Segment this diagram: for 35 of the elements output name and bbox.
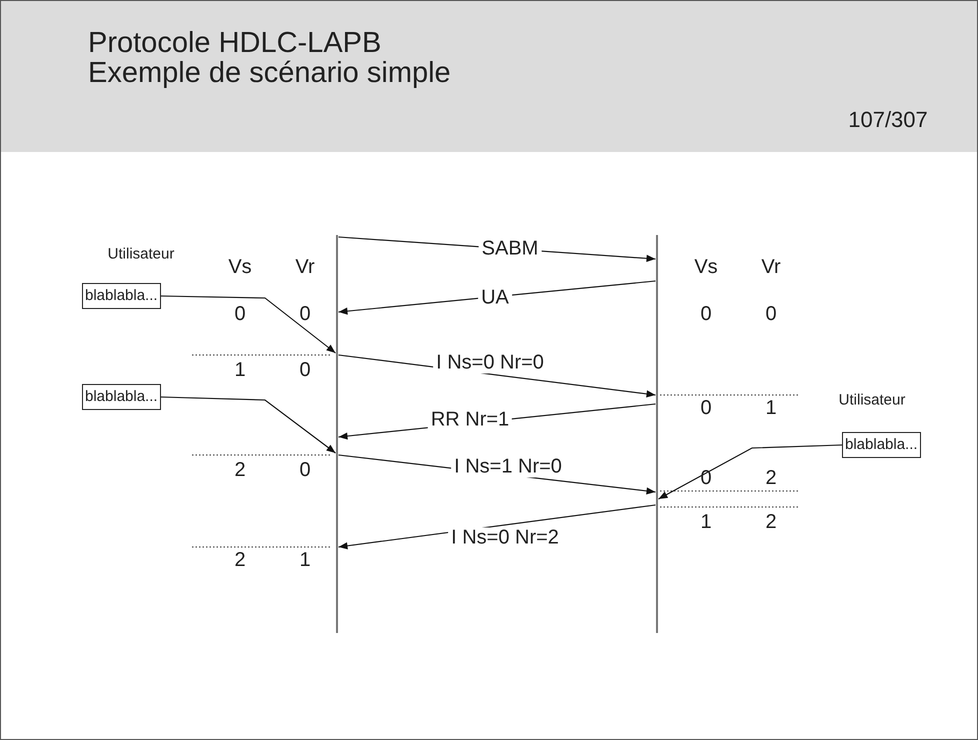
- state-value: 2: [765, 468, 777, 488]
- state-value: 0: [299, 460, 311, 480]
- note-box: blablabla...: [842, 432, 921, 458]
- state-value: 0: [700, 304, 712, 324]
- column-header: Vr: [761, 257, 781, 277]
- message-arrow: [338, 504, 656, 550]
- leader-line: [658, 444, 842, 500]
- state-value: 2: [765, 512, 777, 532]
- state-value: 1: [765, 398, 777, 418]
- lifeline: [656, 235, 658, 633]
- state-value: 0: [299, 360, 311, 380]
- leader-line: [160, 396, 336, 454]
- state-value: 1: [700, 512, 712, 532]
- state-value: 1: [299, 550, 311, 570]
- state-value: 0: [299, 304, 311, 324]
- edge-label: RR Nr=1: [428, 410, 512, 430]
- column-header: Vr: [295, 257, 315, 277]
- state-value: 1: [234, 360, 246, 380]
- state-value: 0: [700, 468, 712, 488]
- state-value: 2: [234, 460, 246, 480]
- lifeline: [336, 235, 338, 633]
- slide-title: Protocole HDLC-LAPB Exemple de scénario simple: [88, 28, 452, 89]
- user-label: Utilisateur: [838, 392, 906, 408]
- note-box: blablabla...: [82, 384, 161, 410]
- message-arrow: [338, 280, 656, 315]
- state-value: 0: [765, 304, 777, 324]
- state-value: 2: [234, 550, 246, 570]
- leader-line: [160, 295, 336, 354]
- state-value: 0: [234, 304, 246, 324]
- column-header: Vs: [228, 257, 252, 277]
- note-box: blablabla...: [82, 283, 161, 309]
- column-header: Vs: [694, 257, 718, 277]
- state-value: 0: [700, 398, 712, 418]
- user-label: Utilisateur: [108, 246, 174, 262]
- page-number: 107/307: [848, 109, 928, 131]
